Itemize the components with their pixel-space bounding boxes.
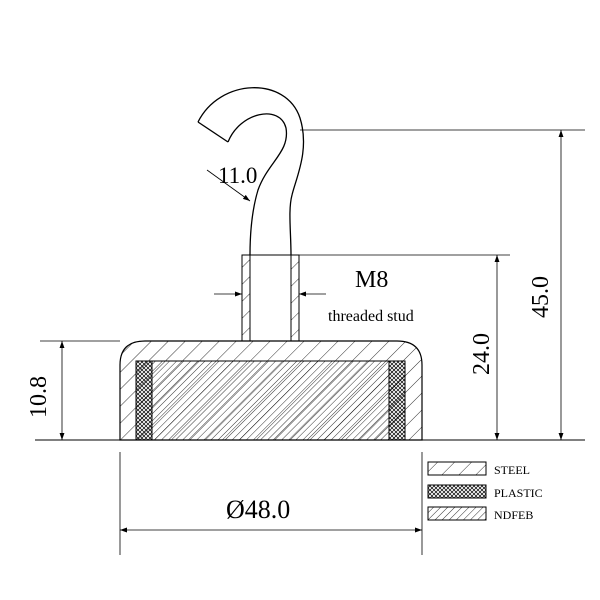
dim-thread-note: threaded stud — [328, 308, 414, 325]
legend-item-ndfeb: NDFEB — [427, 506, 533, 522]
dim-thread-label: M8 — [355, 267, 388, 293]
dim-hook-radius-label: 11.0 — [218, 163, 257, 188]
dim-base-height-label: 10.8 — [26, 376, 52, 418]
dim-thread: M8 threaded stud — [214, 267, 414, 325]
hook — [197, 87, 305, 256]
ndfeb-swatch — [427, 506, 487, 521]
dim-total-height-label: 45.0 — [528, 276, 554, 318]
dim-hook-radius: 11.0 — [206, 163, 257, 202]
magnet-base — [119, 340, 423, 441]
dim-stud-height: 24.0 — [299, 254, 510, 440]
threaded-stud — [241, 254, 300, 342]
legend-label-steel: STEEL — [494, 463, 530, 477]
plastic-swatch — [427, 484, 487, 499]
dim-base-height: 10.8 — [26, 340, 120, 440]
dim-diameter: Ø48.0 — [119, 452, 423, 555]
plastic-ring-right — [388, 360, 406, 441]
legend-item-plastic: PLASTIC — [427, 484, 543, 500]
dim-diameter-label: Ø48.0 — [226, 495, 290, 524]
legend-item-steel: STEEL — [427, 461, 530, 477]
legend-label-ndfeb: NDFEB — [494, 508, 533, 522]
dim-stud-height-label: 24.0 — [469, 333, 495, 375]
material-legend: STEEL PLASTIC NDFEB — [427, 461, 543, 522]
ndfeb-magnet — [151, 360, 390, 441]
dim-total-height: 45.0 — [300, 129, 585, 440]
steel-swatch — [427, 461, 487, 476]
legend-label-plastic: PLASTIC — [494, 486, 543, 500]
plastic-ring-left — [135, 360, 153, 441]
